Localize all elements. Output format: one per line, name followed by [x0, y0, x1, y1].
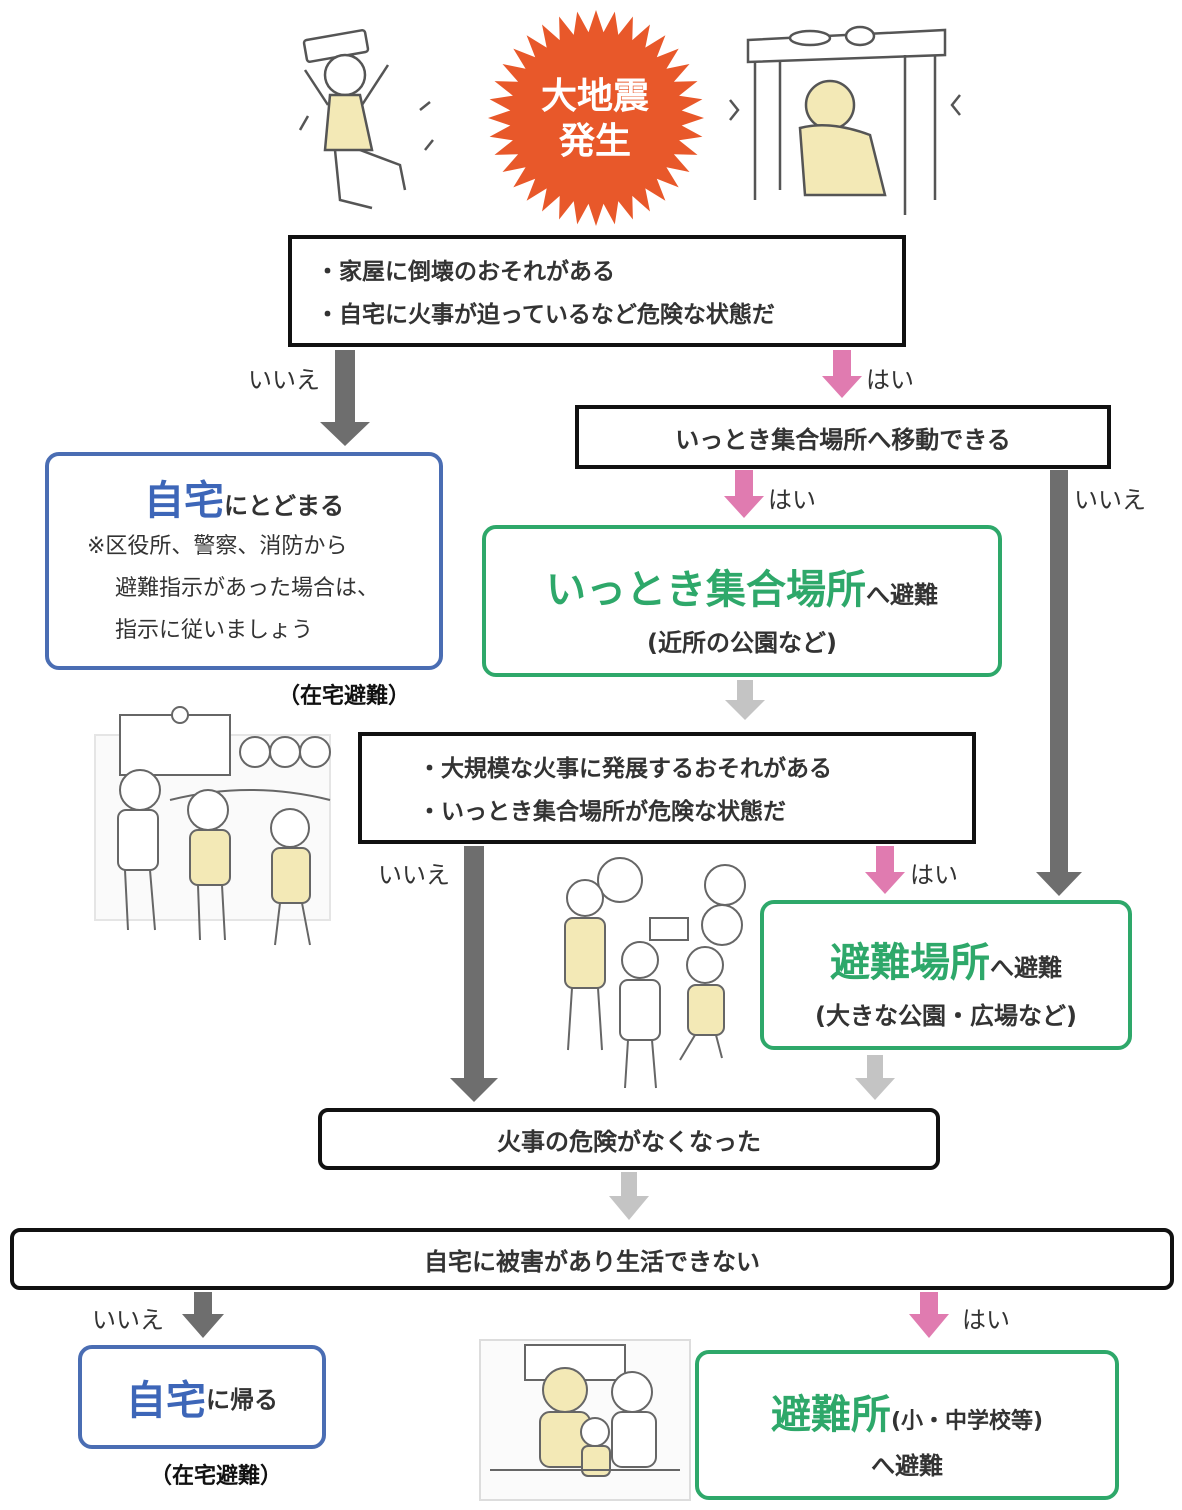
arrow-q5-yes [909, 1292, 949, 1338]
q4-text: 火事の危険がなくなった [497, 1127, 761, 1156]
q3-line1: ・大規模な火事に発展するおそれがある [418, 756, 832, 782]
arrow-q3-yes [865, 846, 905, 894]
temp-area-suffix: へ避難 [866, 581, 938, 609]
q3-line2: ・いっとき集合場所が危険な状態だ [418, 798, 786, 825]
question-fire-over: 火事の危険がなくなった [318, 1108, 940, 1170]
return-home-suffix: に帰る [206, 1385, 278, 1414]
arrow-q2-no [1036, 470, 1082, 896]
label-q2-yes: はい [768, 486, 816, 514]
stay-home-box: 自宅にとどまる ※区役所、警察、消防から 避難指示があった場合は、 指示に従いま… [45, 452, 443, 670]
q2-text: いっとき集合場所へ移動できる [675, 425, 1011, 454]
burst-line1: 大地震 [540, 76, 649, 117]
temp-area-heading: いっとき集合場所へ避難 [486, 557, 998, 615]
label-q2-no: いいえ [1074, 486, 1146, 514]
shelter-paren: (小・中学校等) [890, 1409, 1044, 1434]
stay-home-suffix: にとどまる [224, 492, 344, 520]
burst-text: 大地震 発生 [540, 74, 650, 164]
stay-home-note2: 避難指示があった場合は、 [115, 575, 380, 601]
evacuees-in-park-illustration [564, 857, 746, 1089]
temp-area-sub: (近所の公園など) [647, 629, 837, 657]
label-q1-no: いいえ [248, 366, 320, 394]
shelter-main: 避難所 [770, 1392, 891, 1438]
man-falling-illustration [298, 29, 434, 210]
label-q1-yes: はい [866, 366, 914, 394]
question-can-move-temp-area: いっとき集合場所へ移動できる [575, 405, 1111, 469]
label-q5-no: いいえ [92, 1306, 164, 1334]
shelter-heading: 避難所(小・中学校等) [699, 1382, 1115, 1440]
shelter-suffix: へ避難 [871, 1452, 943, 1480]
stay-home-heading: 自宅にとどまる [49, 468, 439, 526]
temp-assembly-area-box: いっとき集合場所へ避難 (近所の公園など) [482, 525, 1002, 677]
arrow-q2-yes [724, 470, 764, 518]
stay-home-main: 自宅 [144, 478, 224, 524]
evac-site-heading: 避難場所へ避難 [764, 930, 1128, 988]
q1-line2: ・自宅に火事が迫っているなど危険な状態だ [316, 301, 775, 328]
woman-under-table-illustration [729, 25, 961, 215]
arrow-q1-yes [822, 350, 862, 398]
students-with-helmets-illustration [94, 706, 331, 946]
evac-site-main: 避難場所 [830, 940, 990, 986]
stay-home-paren: （在宅避難） [278, 684, 411, 709]
arrow-q4-to-q5 [609, 1172, 649, 1220]
arrow-q5-no [182, 1292, 224, 1338]
q5-text: 自宅に被害があり生活できない [424, 1247, 760, 1276]
question-big-fire: ・大規模な火事に発展するおそれがある ・いっとき集合場所が危険な状態だ [358, 732, 976, 844]
question-house-danger: ・家屋に倒壊のおそれがある ・自宅に火事が迫っているなど危険な状態だ [288, 235, 906, 347]
arrow-temp-to-q3 [725, 680, 765, 720]
family-in-shelter-illustration [479, 1339, 691, 1501]
return-home-box: 自宅に帰る [78, 1345, 326, 1449]
evac-site-sub: (大きな公園・広場など) [815, 1002, 1077, 1030]
return-home-main: 自宅 [126, 1378, 206, 1424]
q1-line1: ・家屋に倒壊のおそれがある [316, 259, 615, 285]
burst-line2: 発生 [558, 121, 631, 162]
return-home-paren: （在宅避難） [150, 1464, 283, 1489]
label-q5-yes: はい [962, 1306, 1010, 1334]
temp-area-main: いっとき集合場所 [546, 567, 866, 613]
evac-site-suffix: へ避難 [990, 954, 1062, 982]
evacuation-site-box: 避難場所へ避難 (大きな公園・広場など) [760, 900, 1132, 1050]
arrow-evac-to-q4 [855, 1055, 895, 1100]
question-home-damaged: 自宅に被害があり生活できない [10, 1228, 1174, 1290]
shelter-box: 避難所(小・中学校等) へ避難 [695, 1350, 1119, 1500]
label-q3-yes: はい [910, 861, 958, 889]
stay-home-note1: ※区役所、警察、消防から [87, 534, 348, 559]
arrow-q1-no [320, 350, 370, 446]
earthquake-burst [488, 10, 704, 226]
label-q3-no: いいえ [378, 861, 450, 889]
stay-home-note3: 指示に従いましょう [115, 617, 314, 643]
arrow-q3-no [450, 846, 498, 1102]
